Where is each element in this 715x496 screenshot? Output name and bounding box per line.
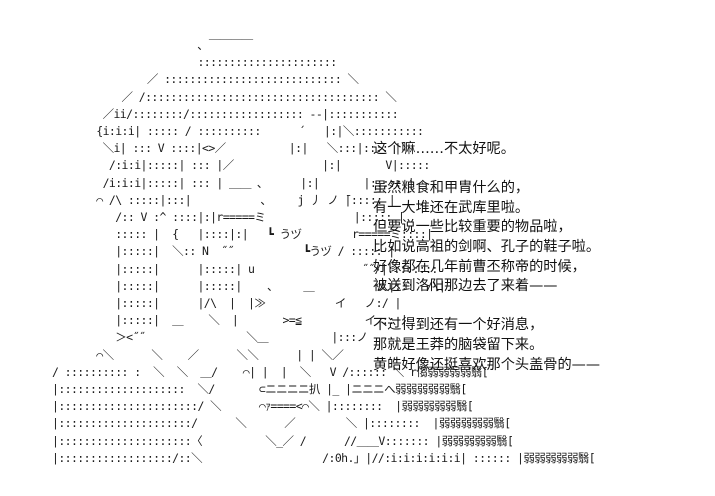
art-line: ⌒ /\ :::::|:::| ､ j 丿 ノ ̄|::::: | — [52, 192, 396, 207]
dialogue-gap — [373, 297, 703, 317]
art-line: ／ii/::::::::/:::::::::::::::::: --|:::::… — [52, 106, 399, 121]
art-line: ＼i| ::: V ::::|<>／ |:| ＼:::|:::: |〉 — [52, 141, 413, 156]
dialogue-line: 那就是王莽的脑袋留下来。 — [373, 336, 544, 353]
art-line: /:: V :^ ::::|:|r=====ミ |::::: | — [52, 210, 405, 224]
dialogue-gap — [373, 160, 703, 180]
dialogue-line: 被送到洛阳那边去了来着—— — [373, 278, 558, 295]
dialogue-line: 好像都在几年前曹丕称帝的时候， — [373, 258, 586, 275]
art-line: {i:i:i| ::::: / :::::::::: ´ |:|＼:::::::… — [52, 124, 424, 138]
art-line: ､ ￣￣￣￣ — [52, 38, 253, 52]
art-line: |:::::| ＿ ＼ | >=≦ イ :: | — [52, 313, 408, 328]
art-line: /i:i:i|:::::| ::: | ＿＿ ､ |:| |::::: | — [52, 175, 415, 190]
dialogue-text: 这个嘛……不太好呢。 虽然粮食和甲胄什么的， 有一大堆还在武库里啦。 但要说一些… — [373, 140, 703, 375]
art-line: ＞<˝˝ ＼＿ |:::ノ — [52, 330, 368, 345]
dialogue-line: 不过得到还有一个好消息， — [373, 317, 544, 334]
art-line: |:::::| ＼:: N ˝˝ ┗うヅ / ::::: | — [52, 244, 395, 259]
art-line: / :::::::::: : ＼ ＼ ＿/ ⌒| | | ＼ V /::::::… — [52, 364, 489, 379]
dialogue-line: 黄皓好像还挺喜欢那个头盖骨的—— — [373, 356, 601, 373]
dialogue-line: 有一大堆还在武库里啦。 — [373, 199, 530, 216]
art-line: |:::::::::::::::::::::〈 ＼_／ / //＿＿V:::::… — [52, 433, 514, 448]
dialogue-line: 比如说高祖的剑啊、孔子的鞋子啦。 — [373, 238, 601, 255]
art-line: ／ /:::::::::::::::::::::::::::::::::::::… — [52, 89, 397, 104]
art-line: |:::::::::::::::::::::/ ＼ ／ ＼ |:::::::: … — [52, 416, 511, 431]
art-line: :::::::::::::::::::::: — [52, 55, 337, 70]
art-line: /:i:i|:::::| ::: |／ |:| V|::::: — [52, 158, 430, 173]
art-line: ::::: | { |::::|:| ┗ うヅ r=====ミ::::| — [52, 227, 433, 242]
art-line: |::::::::::::::::::/::＼ /:0h.｣ |//:i:i:i… — [52, 450, 596, 465]
dialogue-line: 但要说一些比较重要的物品啦， — [373, 219, 572, 236]
art-line: ／ :::::::::::::::::::::::::::: ＼ — [52, 72, 359, 87]
art-line: |:::::::::::::::::::: ＼/ ⊂ニニニニ扒 |_ |ニニニへ… — [52, 382, 467, 396]
art-line: |::::::::::::::::::::::/ ＼ ⌒ｧ====<⌒＼ |::… — [52, 399, 474, 414]
art-line: |:::::| |:::::| u ˝˝/|:::::::: — [52, 261, 438, 276]
art-line: ⌒＼ ＼ ／ ＼＼ | | ＼／ — [52, 347, 344, 362]
art-line: |:::::| |/\ | |≫ イ ノ:/ | — [52, 296, 401, 310]
dialogue-line: 这个嘛……不太好呢。 — [373, 141, 515, 157]
art-line: |:::::| |:::::| 、 ＿ 人|::: /\| — [52, 278, 446, 293]
dialogue-line: 虽然粮食和甲胄什么的， — [373, 180, 530, 197]
